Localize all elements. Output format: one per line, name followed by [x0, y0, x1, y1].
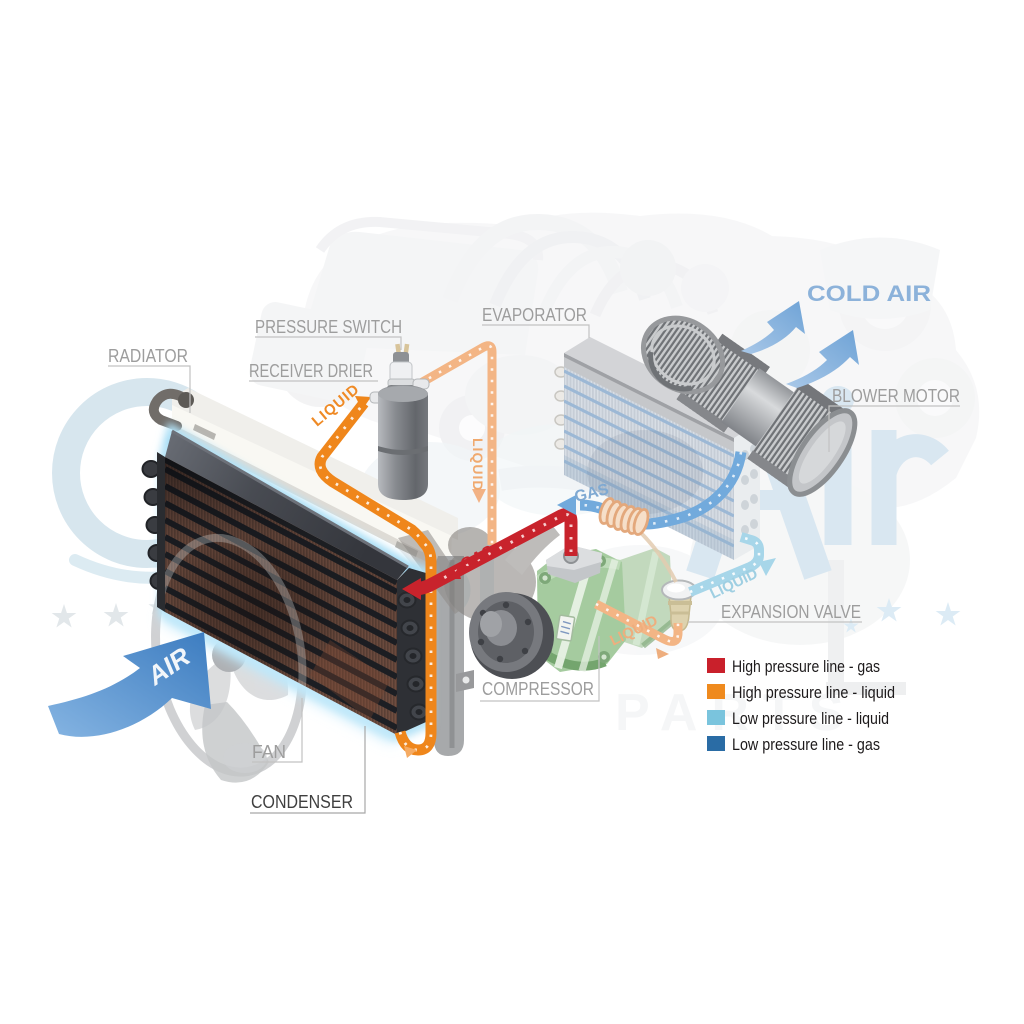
svg-text:EVAPORATOR: EVAPORATOR — [482, 304, 587, 325]
svg-text:RECEIVER DRIER: RECEIVER DRIER — [249, 360, 373, 381]
svg-text:LIQUID: LIQUID — [470, 438, 486, 491]
svg-text:PRESSURE SWITCH: PRESSURE SWITCH — [255, 316, 402, 337]
svg-text:COMPRESSOR: COMPRESSOR — [482, 678, 594, 699]
svg-text:High pressure line - gas: High pressure line - gas — [732, 657, 880, 676]
svg-text:BLOWER MOTOR: BLOWER MOTOR — [832, 385, 960, 406]
svg-text:FAN: FAN — [252, 741, 286, 762]
svg-text:EXPANSION VALVE: EXPANSION VALVE — [721, 601, 861, 622]
svg-text:High pressure line - liquid: High pressure line - liquid — [732, 683, 895, 702]
svg-text:COLD AIR: COLD AIR — [807, 281, 931, 306]
svg-text:RADIATOR: RADIATOR — [108, 345, 188, 366]
svg-text:CONDENSER: CONDENSER — [251, 791, 353, 812]
svg-text:PARTS: PARTS — [615, 684, 857, 742]
svg-text:Low pressure line - liquid: Low pressure line - liquid — [732, 709, 889, 728]
svg-text:Low pressure line - gas: Low pressure line - gas — [732, 735, 880, 754]
